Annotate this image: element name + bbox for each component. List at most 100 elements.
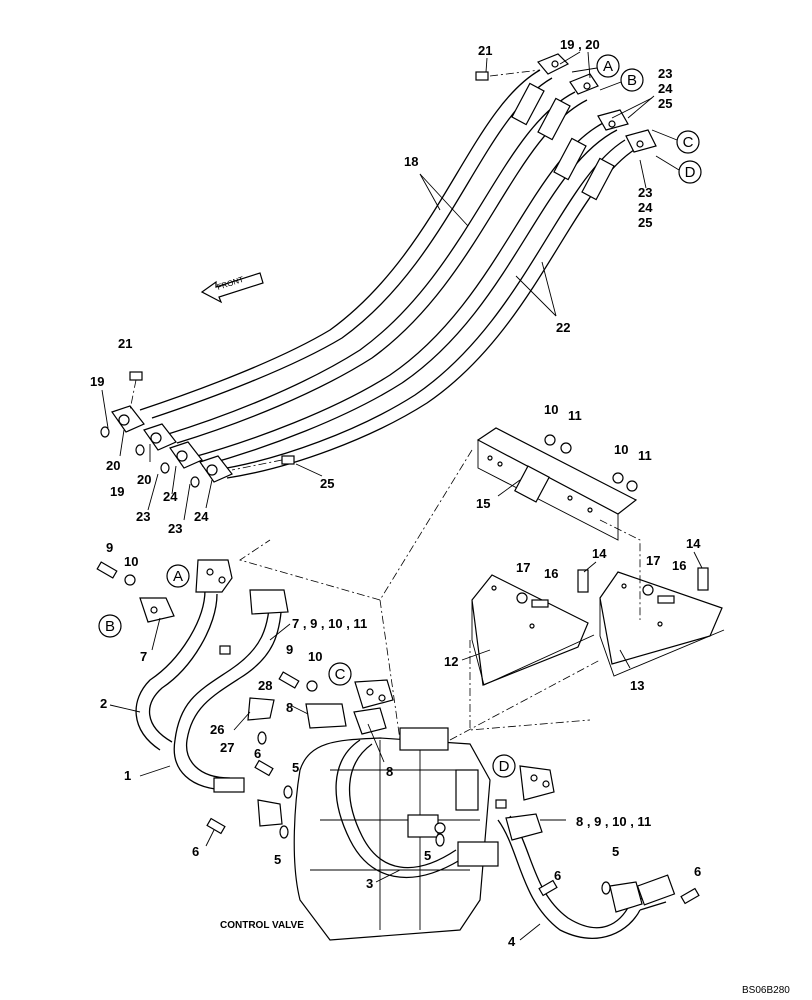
callout-24-r: 24 [638,200,653,215]
callout-3: 3 [366,876,373,891]
pipe-2 [135,589,218,751]
callout-17-b: 17 [646,553,660,568]
bracket-13 [599,571,725,677]
marker-b-lower: B [98,614,122,638]
callout-10-c: 10 [124,554,138,569]
hose-4 [214,139,638,479]
callout-9-b: 9 [286,642,293,657]
callout-24-a: 24 [163,489,178,504]
callout-19-b: 19 [110,484,124,499]
o-ring [135,444,145,456]
flange-block-d [519,765,555,801]
callout-15: 15 [476,496,490,511]
marker-d-top: D [655,155,702,184]
leader-lines [101,51,703,941]
callout-11-a: 11 [568,408,582,423]
o-ring [100,426,110,438]
callout-25-left: 25 [320,476,334,491]
callout-6-c: 6 [554,868,561,883]
left-flange-fittings [111,405,233,483]
callout-5-d: 5 [612,844,619,859]
callout-labels: 21 19 , 20 23 24 25 18 23 24 25 22 21 19… [90,37,701,949]
hose-ferrule [553,137,587,181]
callout-5-b: 5 [274,852,281,867]
svg-text:A: A [603,58,613,75]
callout-4: 4 [508,934,516,949]
flange-block-a [195,559,233,593]
lower-bolts [96,561,700,905]
marker-c-top: C [651,129,700,154]
front-direction-arrow: FRONT [200,272,264,304]
marker-b-top: B [599,68,644,92]
callout-20-a: 20 [106,458,120,473]
pipe-1 [173,589,283,793]
callout-23-tr: 23 [658,66,672,81]
callout-16-b: 16 [672,558,686,573]
callout-10-d: 10 [308,649,322,664]
o-ring [160,462,170,474]
svg-text:C: C [335,666,346,683]
callout-26: 26 [210,722,224,737]
hose-bundle [100,53,657,488]
svg-text:B: B [627,72,637,89]
callout-25-r: 25 [638,215,652,230]
callout-20-b: 20 [137,472,151,487]
callout-13: 13 [630,678,644,693]
callout-10-b: 10 [614,442,628,457]
callout-7: 7 [140,649,147,664]
callout-28: 28 [258,678,272,693]
callout-18: 18 [404,154,418,169]
bolt-25-left [231,455,295,471]
svg-text:A: A [173,568,183,585]
callout-2: 2 [100,696,107,711]
callout-22: 22 [556,320,570,335]
callout-14-b: 14 [686,536,701,551]
svg-text:D: D [499,758,510,775]
bolt-21-top [475,69,541,81]
bolt-21-left [129,371,143,411]
svg-text:C: C [683,134,694,151]
assembly-lines [239,449,641,741]
callout-17-a: 17 [516,560,530,575]
hose-1 [139,69,553,419]
callout-8-b: 8 [386,764,393,779]
callout-23-b: 23 [168,521,182,536]
svg-text:D: D [685,164,696,181]
callout-27: 27 [220,740,234,755]
marker-a-top: A [571,54,620,78]
marker-d-lower: D [492,754,516,778]
pipe-4 [497,815,676,939]
o-ring [190,476,200,488]
figure-code: BS06B280 [742,985,790,996]
callout-8-9-10-11: 8 , 9 , 10 , 11 [576,814,651,829]
callout-25-tr: 25 [658,96,672,111]
control-valve [293,727,491,941]
flange-block-c [354,679,394,709]
callout-10-a: 10 [544,402,558,417]
marker-a-lower: A [166,564,190,588]
callout-6-a: 6 [254,746,261,761]
bracket-nuts-washers [516,434,709,608]
callout-5-c: 5 [424,848,431,863]
callout-5-a: 5 [292,760,299,775]
callout-6-b: 6 [192,844,199,859]
callout-21-top: 21 [478,43,492,58]
callout-7-9-10-11: 7 , 9 , 10 , 11 [292,616,367,631]
marker-c-lower: C [328,662,352,686]
callout-21-left: 21 [118,336,132,351]
pipe-3 [335,739,499,879]
hose-ferrule [511,82,545,126]
callout-23-a: 23 [136,509,150,524]
callout-19-20-top: 19 , 20 [560,37,600,52]
callout-24-tr: 24 [658,81,673,96]
callout-6-d: 6 [694,864,701,879]
callout-23-r: 23 [638,185,652,200]
control-valve-label: CONTROL VALVE [220,920,304,931]
flange-block-b [139,597,175,623]
callout-9-a: 9 [106,540,113,555]
callout-24-b: 24 [194,509,209,524]
callout-11-b: 11 [638,448,652,463]
bracket-12 [471,574,595,686]
callout-19-left: 19 [90,374,104,389]
